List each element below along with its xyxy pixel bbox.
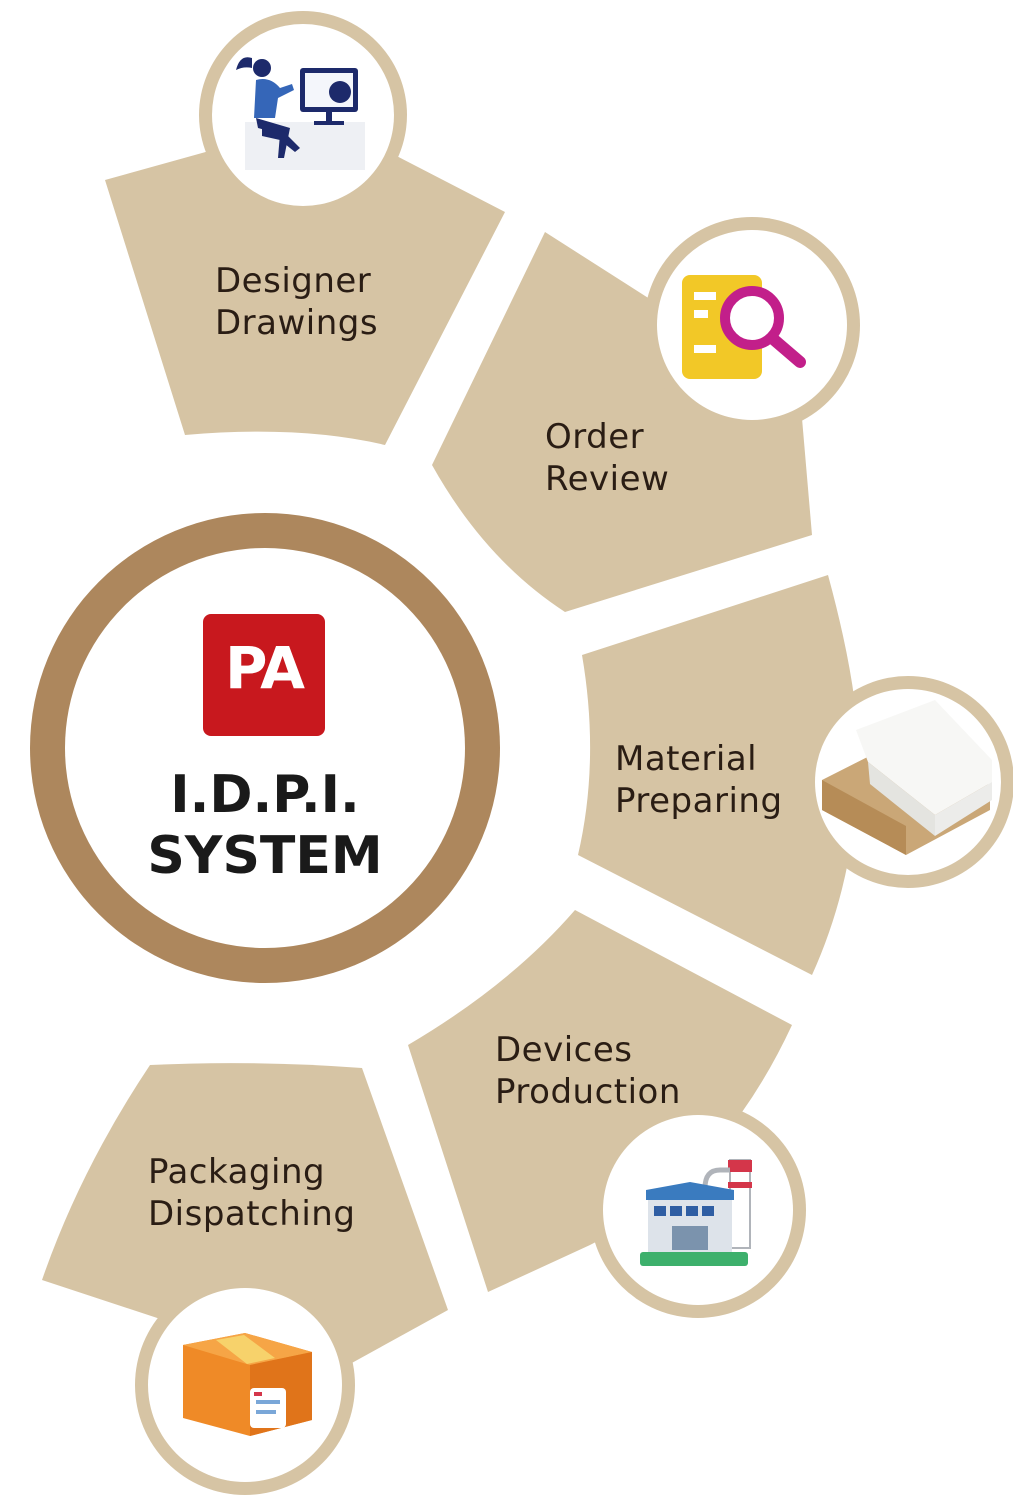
step-label-packaging-dispatching: Packaging Dispatching (148, 1151, 355, 1235)
package-box-icon (183, 1333, 312, 1436)
step-label-line2: Dispatching (148, 1194, 356, 1234)
step-label-devices-production: Devices Production (495, 1029, 681, 1113)
system-title-line1: I.D.P.I. (170, 765, 360, 825)
center-disc (65, 548, 465, 948)
step-label-line1: Packaging (148, 1152, 326, 1192)
designer-at-computer-icon (236, 57, 365, 170)
document-magnifier-icon (682, 275, 806, 379)
material-boards-icon (822, 700, 992, 855)
factory-icon (640, 1159, 752, 1266)
step-label-line1: Order (545, 417, 645, 457)
segment-designer-drawings (105, 135, 505, 445)
segment-order-review (432, 232, 812, 612)
step-label-line1: Devices (495, 1030, 633, 1070)
system-title-line2: SYSTEM (147, 826, 383, 886)
step-label-material-preparing: Material Preparing (615, 738, 783, 822)
icon-circle-designer-drawings (199, 11, 407, 219)
segment-devices-production (408, 910, 792, 1292)
segment-packaging-dispatching (42, 1063, 448, 1375)
step-label-line2: Production (495, 1072, 681, 1112)
step-label-order-review: Order Review (545, 416, 669, 500)
step-label-line1: Designer (215, 261, 372, 301)
step-label-line2: Preparing (615, 781, 783, 821)
segment-material-preparing (578, 575, 859, 975)
pa-logo-text: PA (224, 634, 305, 702)
step-label-line1: Material (615, 739, 758, 779)
pa-logo: PA (203, 614, 325, 736)
step-label-designer-drawings: Designer Drawings (215, 260, 378, 344)
step-label-line2: Review (545, 459, 670, 499)
step-label-line2: Drawings (215, 303, 379, 343)
